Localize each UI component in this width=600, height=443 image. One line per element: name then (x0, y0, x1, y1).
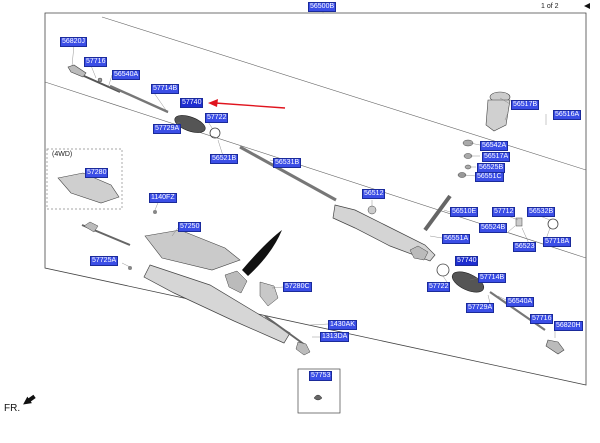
part-label-1313DA[interactable]: 1313DA (320, 332, 350, 342)
bellows-boot-upper (174, 115, 206, 133)
part-label-56524B[interactable]: 56524B (479, 223, 508, 233)
part-label-1140FZ[interactable]: 1140FZ (149, 193, 177, 203)
part-label-56551A[interactable]: 56551A (442, 234, 471, 244)
assembly-label[interactable]: 56500B (308, 2, 337, 12)
part-label-57729A-top[interactable]: 57729A (153, 124, 182, 134)
part-label-57718A[interactable]: 57718A (543, 237, 572, 247)
4wd-dashed-box (46, 148, 123, 210)
part-label-56517A[interactable]: 56517A (482, 152, 511, 162)
steering-rack-housing (332, 204, 436, 262)
4wd-bracket (57, 172, 120, 204)
part-label-56516A[interactable]: 56516A (553, 110, 582, 120)
tie-rod-end-right (545, 339, 565, 355)
page-next-icon (584, 3, 590, 9)
part-label-56551C[interactable]: 56551C (475, 172, 504, 182)
part-label-56820H[interactable]: 56820H (554, 321, 583, 331)
bellows-boot-lower (451, 271, 485, 293)
part-label-57714B-bottom[interactable]: 57714B (478, 273, 507, 283)
part-label-56521B[interactable]: 56521B (210, 154, 239, 164)
column-housing (485, 99, 511, 132)
page-indicator: 1 of 2 (541, 3, 559, 10)
front-arrow-icon (23, 394, 36, 405)
part-label-56510E[interactable]: 56510E (450, 207, 479, 217)
part-label-56540A-bottom[interactable]: 56540A (506, 297, 535, 307)
part-label-57716-top[interactable]: 57716 (84, 57, 108, 67)
part-label-56540A-top[interactable]: 56540A (112, 70, 141, 80)
heat-protector (144, 229, 241, 271)
callout-arrow-line (214, 102, 286, 109)
part-label-56532B[interactable]: 56532B (527, 207, 556, 217)
part-label-57280[interactable]: 57280 (85, 168, 109, 178)
diagram-frame (44, 12, 587, 386)
part-label-56517B[interactable]: 56517B (511, 100, 540, 110)
part-label-1430AK[interactable]: 1430AK (328, 320, 357, 330)
part-label-57729A-bottom[interactable]: 57729A (466, 303, 495, 313)
part-label-57740-top[interactable]: 57740 (180, 98, 204, 108)
part-label-57716-bottom[interactable]: 57716 (530, 314, 554, 324)
part-label-57712[interactable]: 57712 (492, 207, 516, 217)
part-label-57740-bottom[interactable]: 57740 (455, 256, 479, 266)
part-label-57725A[interactable]: 57725A (90, 256, 119, 266)
lower-rack-assembly (143, 264, 291, 344)
part-label-56531B[interactable]: 56531B (273, 158, 302, 168)
part-label-56542A[interactable]: 56542A (480, 141, 509, 151)
part-label-57280C[interactable]: 57280C (283, 282, 312, 292)
part-label-56523[interactable]: 56523 (513, 242, 537, 252)
mounting-clamp (242, 230, 282, 276)
part-label-57753[interactable]: 57753 (309, 371, 333, 381)
tie-rod-end-left (67, 64, 87, 78)
part-label-57722-bottom[interactable]: 57722 (427, 282, 451, 292)
part-label-57250[interactable]: 57250 (178, 222, 202, 232)
part-label-57722-top[interactable]: 57722 (205, 113, 229, 123)
part-label-56512[interactable]: 56512 (362, 189, 386, 199)
front-marker: FR. (4, 403, 21, 414)
variant-label-4wd: (4WD) (52, 151, 73, 158)
part-label-57714B-top[interactable]: 57714B (151, 84, 180, 94)
part-label-56820J[interactable]: 56820J (60, 37, 87, 47)
callout-arrow-head (208, 99, 218, 107)
